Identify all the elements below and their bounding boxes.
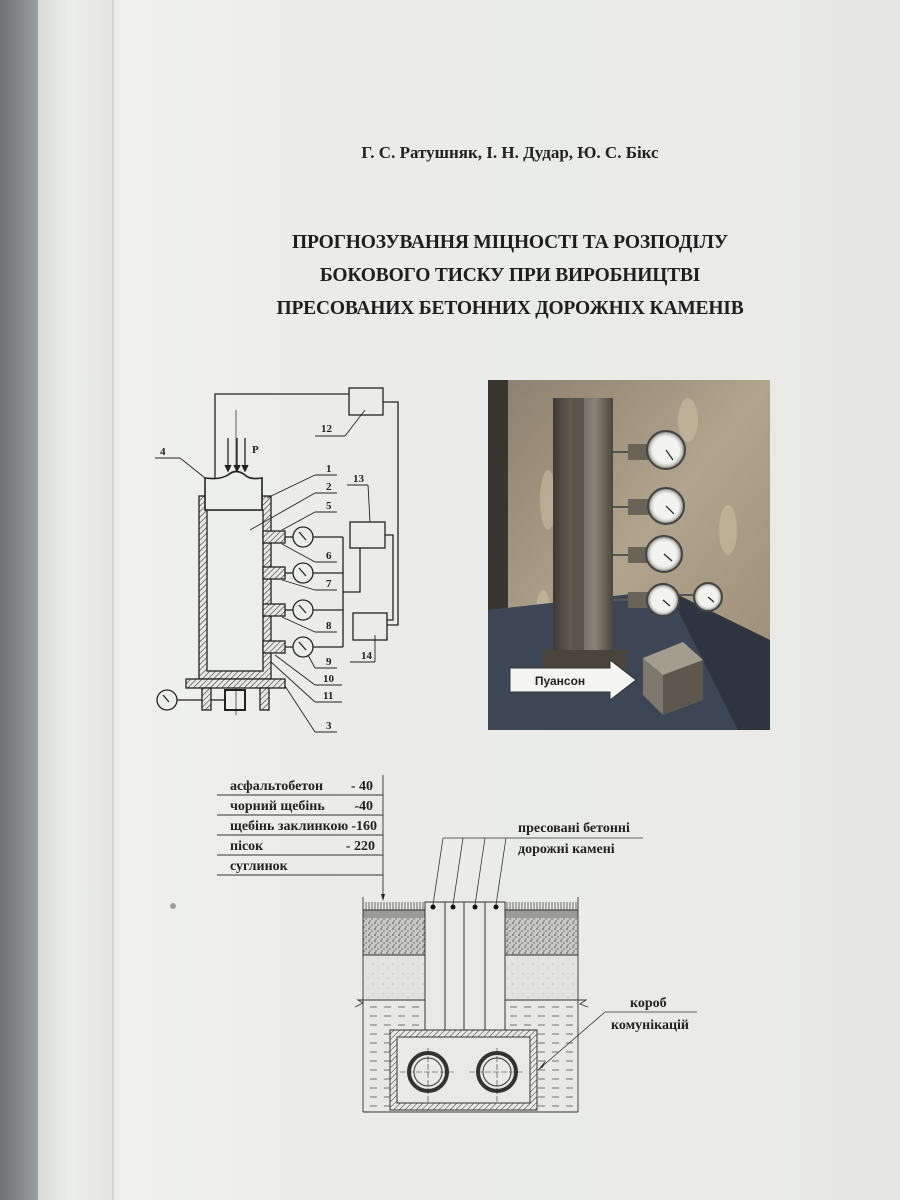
box-label-line1: короб xyxy=(630,996,667,1011)
part-label: 11 xyxy=(323,690,333,702)
part-label: 10 xyxy=(323,673,335,685)
layer-value: - 40 xyxy=(351,779,373,794)
road-section-diagram: асфальтобетон - 40 чорний щебінь -40 щеб… xyxy=(217,775,697,1113)
layer-name: асфальтобетон xyxy=(230,779,323,794)
layer-value: -40 xyxy=(354,799,373,814)
part-label: 14 xyxy=(361,650,373,662)
cover-spine-fold xyxy=(112,0,116,1200)
title-line: ПРЕСОВАНИХ БЕТОННИХ ДОРОЖНІХ КАМЕНІВ xyxy=(276,298,744,319)
title-line: БОКОВОГО ТИСКУ ПРИ ВИРОБНИЦТВІ xyxy=(319,265,701,286)
part-label: 13 xyxy=(353,473,365,485)
part-label: 4 xyxy=(160,446,166,458)
book-title: ПРОГНОЗУВАННЯ МІЦНОСТІ ТА РОЗПОДІЛУ БОКО… xyxy=(140,226,880,325)
layer-name: суглинок xyxy=(230,859,289,874)
background-surface xyxy=(0,0,45,1200)
punch-callout: Пуансон xyxy=(535,674,585,688)
layer-value: -160 xyxy=(351,819,377,834)
part-label: 12 xyxy=(321,423,333,435)
layer-name: чорний щебінь xyxy=(230,799,325,814)
cover-speck xyxy=(170,903,176,909)
stones-label-line1: пресовані бетонні xyxy=(518,821,630,836)
stones-label-line2: дорожні камені xyxy=(518,842,615,857)
part-label: 1 xyxy=(326,463,332,475)
apparatus-scheme: P 1 2 3 4 5 6 7 8 9 10 11 12 13 14 xyxy=(155,387,399,733)
layer-name: щебінь заклинкою xyxy=(230,819,348,834)
part-label: 9 xyxy=(326,656,332,668)
part-label: 8 xyxy=(326,620,332,632)
box-label-line2: комунікацій xyxy=(611,1018,689,1033)
force-label: P xyxy=(252,444,259,456)
authors: Г. С. Ратушняк, І. Н. Дудар, Ю. С. Бікс xyxy=(361,143,659,162)
layer-name: пісок xyxy=(230,839,264,854)
part-label: 5 xyxy=(326,500,332,512)
part-label: 6 xyxy=(326,550,332,562)
title-line: ПРОГНОЗУВАННЯ МІЦНОСТІ ТА РОЗПОДІЛУ xyxy=(292,232,728,253)
part-label: 7 xyxy=(326,578,332,590)
test-rig-photo: Пуансон xyxy=(488,380,770,730)
part-label: 2 xyxy=(326,481,332,493)
part-label: 3 xyxy=(326,720,332,732)
layer-value: - 220 xyxy=(346,839,375,854)
